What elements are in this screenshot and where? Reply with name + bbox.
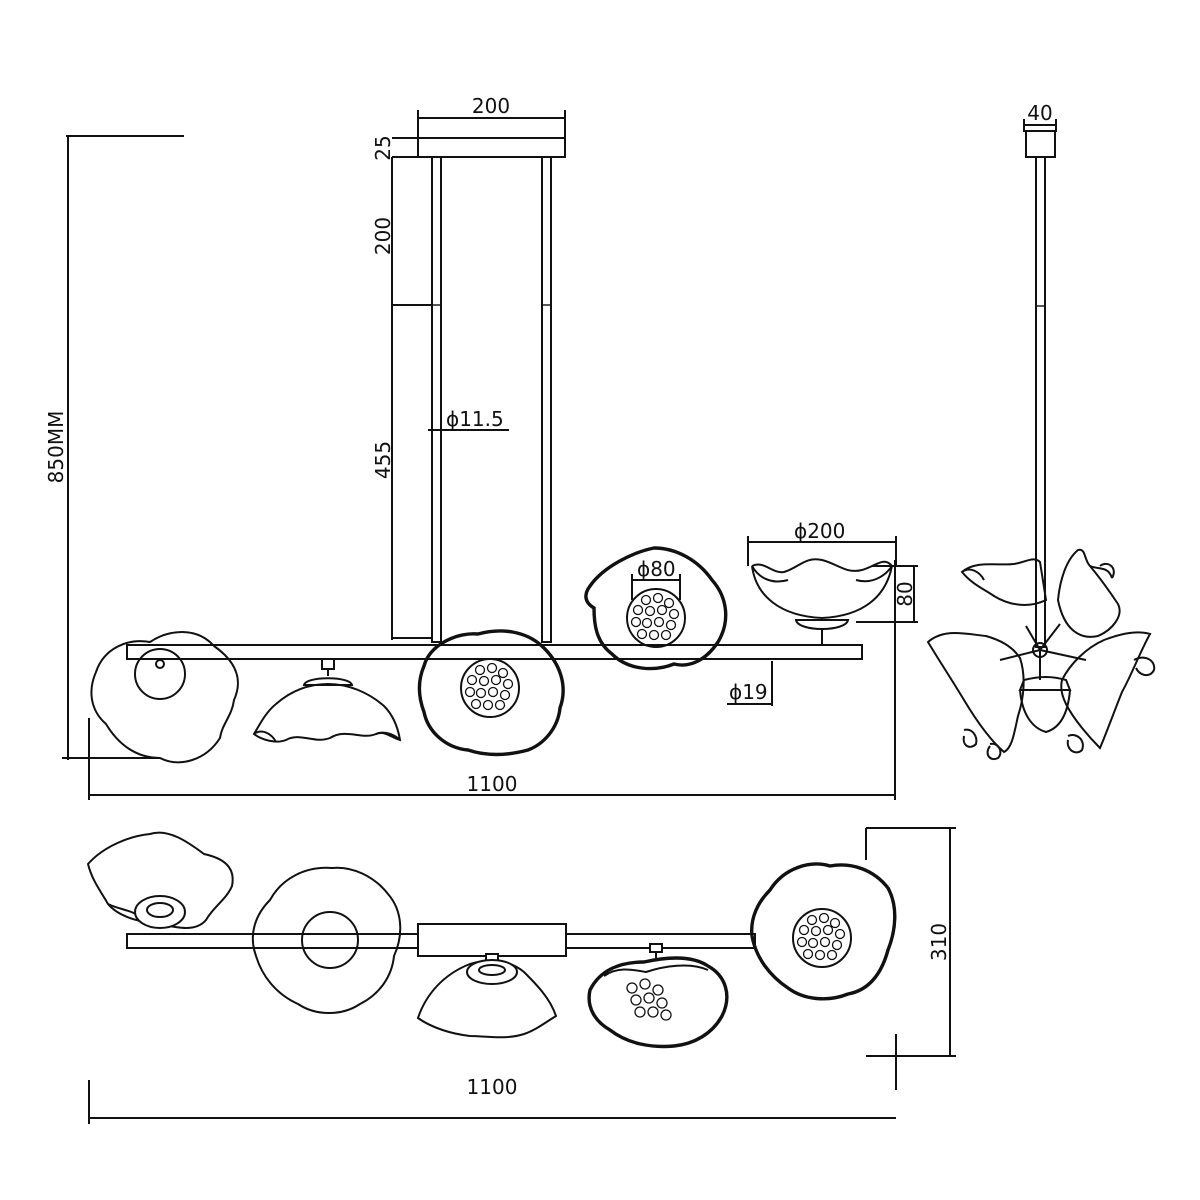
side-canopy bbox=[1025, 130, 1056, 158]
front-shade-2 bbox=[252, 658, 402, 743]
canopy: 200 25 bbox=[371, 94, 566, 161]
top-width-label: 1100 bbox=[467, 1075, 518, 1099]
top-lens-5-holes bbox=[796, 912, 846, 961]
top-shade-3 bbox=[416, 953, 558, 1039]
front-lens-4-holes bbox=[630, 592, 680, 641]
height-label: 850MM bbox=[44, 411, 68, 484]
side-canopy-width-label: 40 bbox=[1027, 101, 1052, 125]
horizontal-arm bbox=[126, 644, 863, 660]
side-view: 40 bbox=[926, 101, 1156, 760]
front-width-dimension: 1100 bbox=[88, 560, 896, 800]
suspension-rods bbox=[431, 156, 552, 643]
top-lens-4-holes bbox=[626, 978, 672, 1021]
arm-diameter-dimension: ϕ19 bbox=[727, 661, 773, 706]
front-lens-3-holes bbox=[464, 662, 514, 711]
top-depth-label: 310 bbox=[927, 923, 951, 961]
top-width-dimension: 1100 bbox=[88, 1075, 896, 1124]
front-width-label: 1100 bbox=[467, 772, 518, 796]
side-rod bbox=[1035, 156, 1046, 648]
top-depth-dimension: 310 bbox=[865, 827, 956, 1090]
front-shade-3 bbox=[417, 629, 565, 757]
rod-dimensions: 200 455 ϕ11.5 bbox=[371, 157, 509, 640]
top-shade-4 bbox=[587, 943, 729, 1049]
shade-height-label: 80 bbox=[893, 581, 917, 606]
canopy-height-label: 25 bbox=[371, 135, 395, 160]
height-dimension: 850MM bbox=[44, 135, 184, 760]
side-shade-cluster bbox=[926, 548, 1156, 760]
top-canopy-plate bbox=[417, 923, 567, 957]
arm-diameter-label: ϕ19 bbox=[729, 680, 768, 704]
top-shade-2 bbox=[251, 866, 402, 1014]
rod-diameter-label: ϕ11.5 bbox=[446, 407, 504, 431]
front-shade-5: ϕ200 80 bbox=[747, 519, 918, 645]
front-view: 850MM 200 25 200 455 ϕ11 bbox=[44, 94, 918, 800]
front-shade-4: ϕ80 bbox=[584, 546, 728, 671]
lens-diameter-label: ϕ80 bbox=[637, 557, 676, 581]
canopy-width-label: 200 bbox=[472, 94, 510, 118]
rod-upper-label: 200 bbox=[371, 217, 395, 255]
top-shade-5 bbox=[750, 862, 897, 1001]
rod-lower-label: 455 bbox=[371, 441, 395, 479]
top-shade-1 bbox=[86, 831, 234, 929]
top-view: 310 1100 bbox=[86, 827, 956, 1124]
front-shade-1 bbox=[90, 631, 239, 764]
shade-diameter-label: ϕ200 bbox=[794, 519, 845, 543]
